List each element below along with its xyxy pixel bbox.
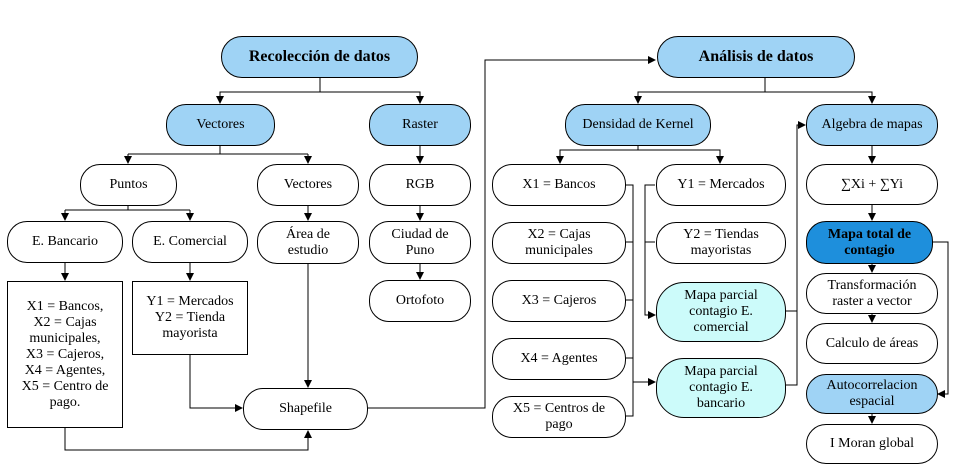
comercial-list-node: Y1 = Mercados Y2 = Tienda mayorista: [132, 281, 248, 355]
mapa-bancario-node: Mapa parcial contagio E. bancario: [656, 358, 786, 418]
mapa-total-node: Mapa total de contagio: [806, 221, 933, 264]
analisis-node: Análisis de datos: [657, 36, 855, 78]
ortofoto-node: Ortofoto: [369, 280, 471, 322]
raster-node: Raster: [369, 104, 471, 146]
x3-node: X3 = Cajeros: [492, 280, 626, 322]
recoleccion-node: Recolección de datos: [221, 36, 418, 78]
area-estudio-node: Área de estudio: [257, 221, 359, 264]
bancario-list-node: X1 = Bancos, X2 = Cajas municipales, X3 …: [7, 281, 123, 428]
x4-node: X4 = Agentes: [492, 338, 626, 380]
puntos-node: Puntos: [80, 164, 177, 206]
transformacion-node: Transformación raster a vector: [806, 273, 938, 314]
vectores-node: Vectores: [166, 104, 275, 146]
y1-node: Y1 = Mercados: [656, 164, 786, 206]
ciudad-puno-node: Ciudad de Puno: [369, 221, 471, 264]
x1-node: X1 = Bancos: [492, 164, 626, 206]
suma-node: ∑Xi + ∑Yi: [806, 164, 938, 205]
e-comercial-node: E. Comercial: [132, 221, 248, 263]
algebra-node: Algebra de mapas: [806, 104, 938, 146]
y2-node: Y2 = Tiendas mayoristas: [656, 222, 786, 264]
vectores-sub-node: Vectores: [257, 164, 359, 206]
autocorrelacion-node: Autocorrelacion espacial: [806, 374, 938, 414]
moran-node: I Moran global: [806, 424, 938, 464]
x2-node: X2 = Cajas municipales: [492, 222, 626, 264]
e-bancario-node: E. Bancario: [7, 221, 123, 263]
shapefile-node: Shapefile: [243, 388, 368, 430]
calculo-areas-node: Calculo de áreas: [806, 323, 938, 364]
rgb-node: RGB: [369, 164, 471, 206]
densidad-kernel-node: Densidad de Kernel: [565, 104, 711, 146]
x5-node: X5 = Centros de pago: [492, 396, 626, 438]
mapa-comercial-node: Mapa parcial contagio E. comercial: [656, 282, 786, 342]
